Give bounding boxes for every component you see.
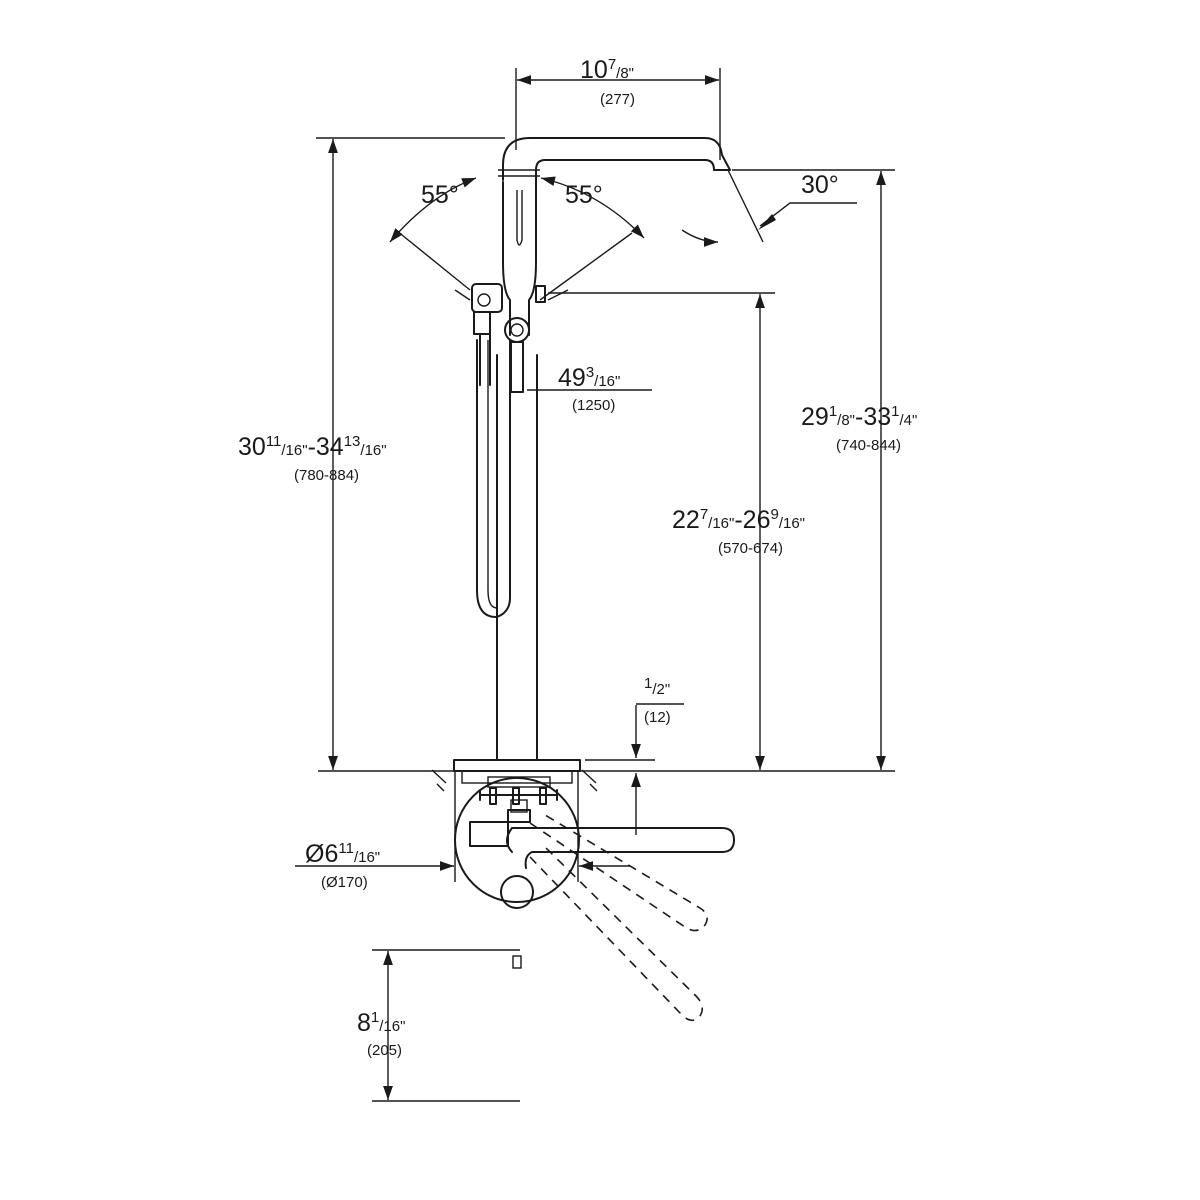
plan-depth-mm: (205) — [367, 1042, 402, 1059]
spout — [498, 137, 731, 183]
riser-column — [496, 354, 538, 761]
lever-handle — [506, 827, 735, 869]
base-thickness-label: 1/2" — [644, 675, 670, 698]
floor-hatch — [431, 769, 598, 792]
left-angle-arrow — [389, 177, 477, 243]
spout-angle-label: 30° — [801, 171, 839, 199]
hose-length-label: 493/16" — [558, 364, 620, 392]
base-thickness-mm: (12) — [644, 709, 671, 726]
right-angle-label: 55° — [565, 181, 603, 209]
shower-holder-body — [502, 181, 537, 336]
hand-shower-hose — [476, 339, 497, 618]
spout-height-mm: (740-844) — [836, 437, 901, 454]
spout-reach-label: 107/8" — [580, 56, 634, 84]
diverter-knob — [504, 285, 546, 393]
spout-height-label: 291/8"-331/4" — [801, 403, 917, 431]
base-circle — [454, 777, 580, 903]
dimension-labels: 107/8" (277) 55° 55° 30° 493/16" (1250) … — [238, 56, 917, 1059]
spout-reach-mm: (277) — [600, 91, 635, 108]
plan-view — [372, 777, 735, 1102]
lever-rotated-down — [529, 845, 704, 1022]
plan-depth-label: 81/16" — [357, 1009, 405, 1037]
right-angle-arrow — [540, 176, 645, 239]
mixer-handle — [471, 283, 503, 386]
lever-rotated-up — [529, 811, 708, 932]
left-angle-label: 55° — [421, 181, 459, 209]
overall-height-mm: (780-884) — [294, 467, 359, 484]
hose-length-mm: (1250) — [572, 397, 615, 414]
base-diameter-mm: (Ø170) — [321, 874, 368, 891]
overall-height-label: 3011/16"-3413/16" — [238, 433, 387, 461]
handle-height-label: 227/16"-269/16" — [672, 506, 805, 534]
shower-holder-circle — [500, 875, 534, 909]
base-diameter-label: Ø611/16" — [305, 840, 380, 868]
side-elevation-view — [295, 68, 895, 882]
handle-height-mm: (570-674) — [718, 540, 783, 557]
